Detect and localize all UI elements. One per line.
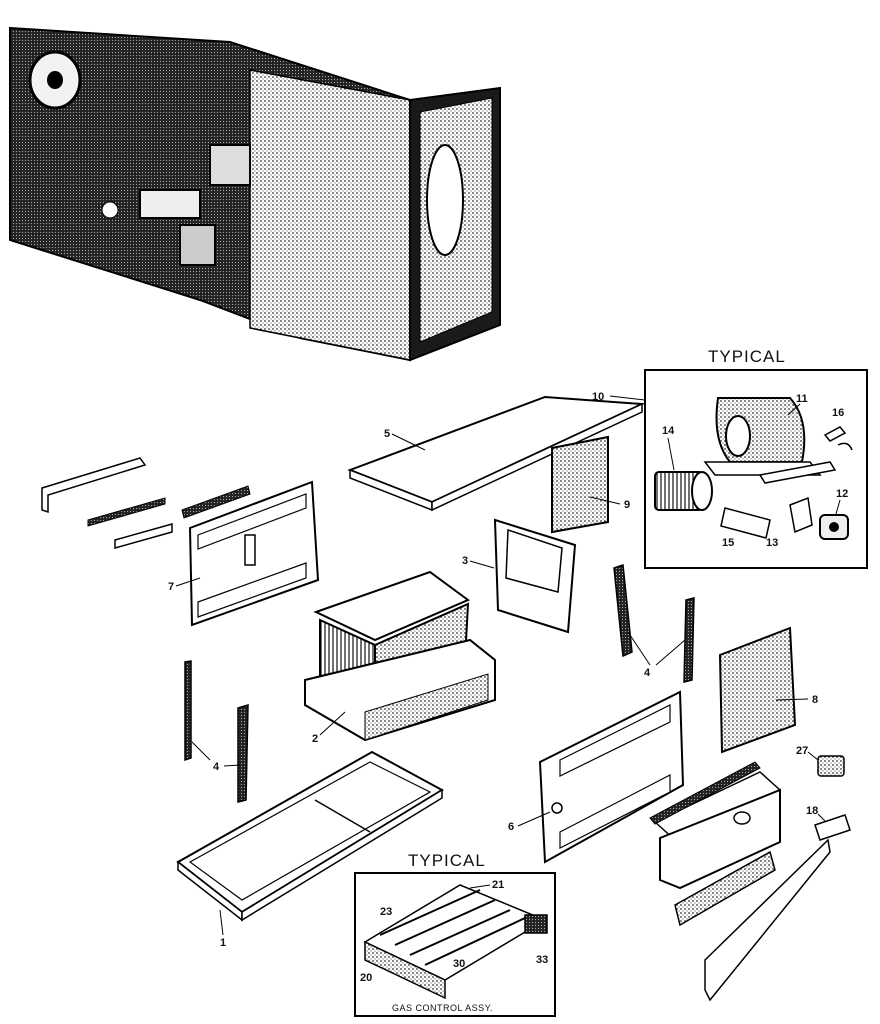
label-2: 2 — [312, 733, 318, 745]
label-30: 30 — [453, 958, 465, 970]
access-panel-3: 3 — [462, 518, 577, 634]
label-8: 8 — [812, 694, 818, 706]
unit-photo — [9, 26, 501, 362]
support-rails-left: 4 — [184, 660, 249, 803]
side-panel-8: 8 — [718, 626, 818, 754]
top-panel: 5 10 — [347, 391, 646, 512]
front-panel-7: 7 — [168, 480, 320, 627]
label-4-right: 4 — [644, 667, 651, 679]
base-pan: 1 — [176, 750, 445, 949]
blower-assembly-inset: TYPICAL 11 16 14 12 15 13 — [644, 347, 868, 569]
front-panel-6: 6 — [508, 690, 685, 864]
label-16: 16 — [832, 407, 844, 419]
label-14: 14 — [662, 425, 675, 437]
label-20: 20 — [360, 972, 372, 984]
label-5: 5 — [384, 428, 390, 440]
label-12: 12 — [836, 488, 848, 500]
gas-control-caption: GAS CONTROL ASSY. — [392, 1003, 493, 1013]
gas-control-inset: TYPICAL GAS CONTROL ASSY. 21 23 20 30 33 — [354, 851, 556, 1017]
label-13: 13 — [766, 537, 778, 549]
label-23: 23 — [380, 906, 392, 918]
label-10: 10 — [592, 391, 604, 403]
label-3: 3 — [462, 555, 468, 567]
small-parts: 27 18 — [796, 745, 851, 841]
label-9: 9 — [624, 499, 630, 511]
label-11: 11 — [796, 393, 808, 405]
blower-inset-title: TYPICAL — [708, 347, 786, 366]
label-1: 1 — [220, 937, 226, 949]
heat-exchanger: 2 — [304, 570, 496, 745]
support-rails-right: 4 — [613, 563, 695, 683]
burner-box — [649, 761, 831, 1002]
label-33: 33 — [536, 954, 548, 966]
label-21: 21 — [492, 879, 504, 891]
side-panel-9: 9 — [551, 435, 630, 534]
label-7: 7 — [168, 581, 174, 593]
label-15: 15 — [722, 537, 734, 549]
label-27: 27 — [796, 745, 808, 757]
label-18: 18 — [806, 805, 818, 817]
label-4-left: 4 — [213, 761, 220, 773]
label-6: 6 — [508, 821, 514, 833]
left-trim-strips — [41, 457, 251, 549]
gas-control-inset-title: TYPICAL — [408, 851, 486, 870]
